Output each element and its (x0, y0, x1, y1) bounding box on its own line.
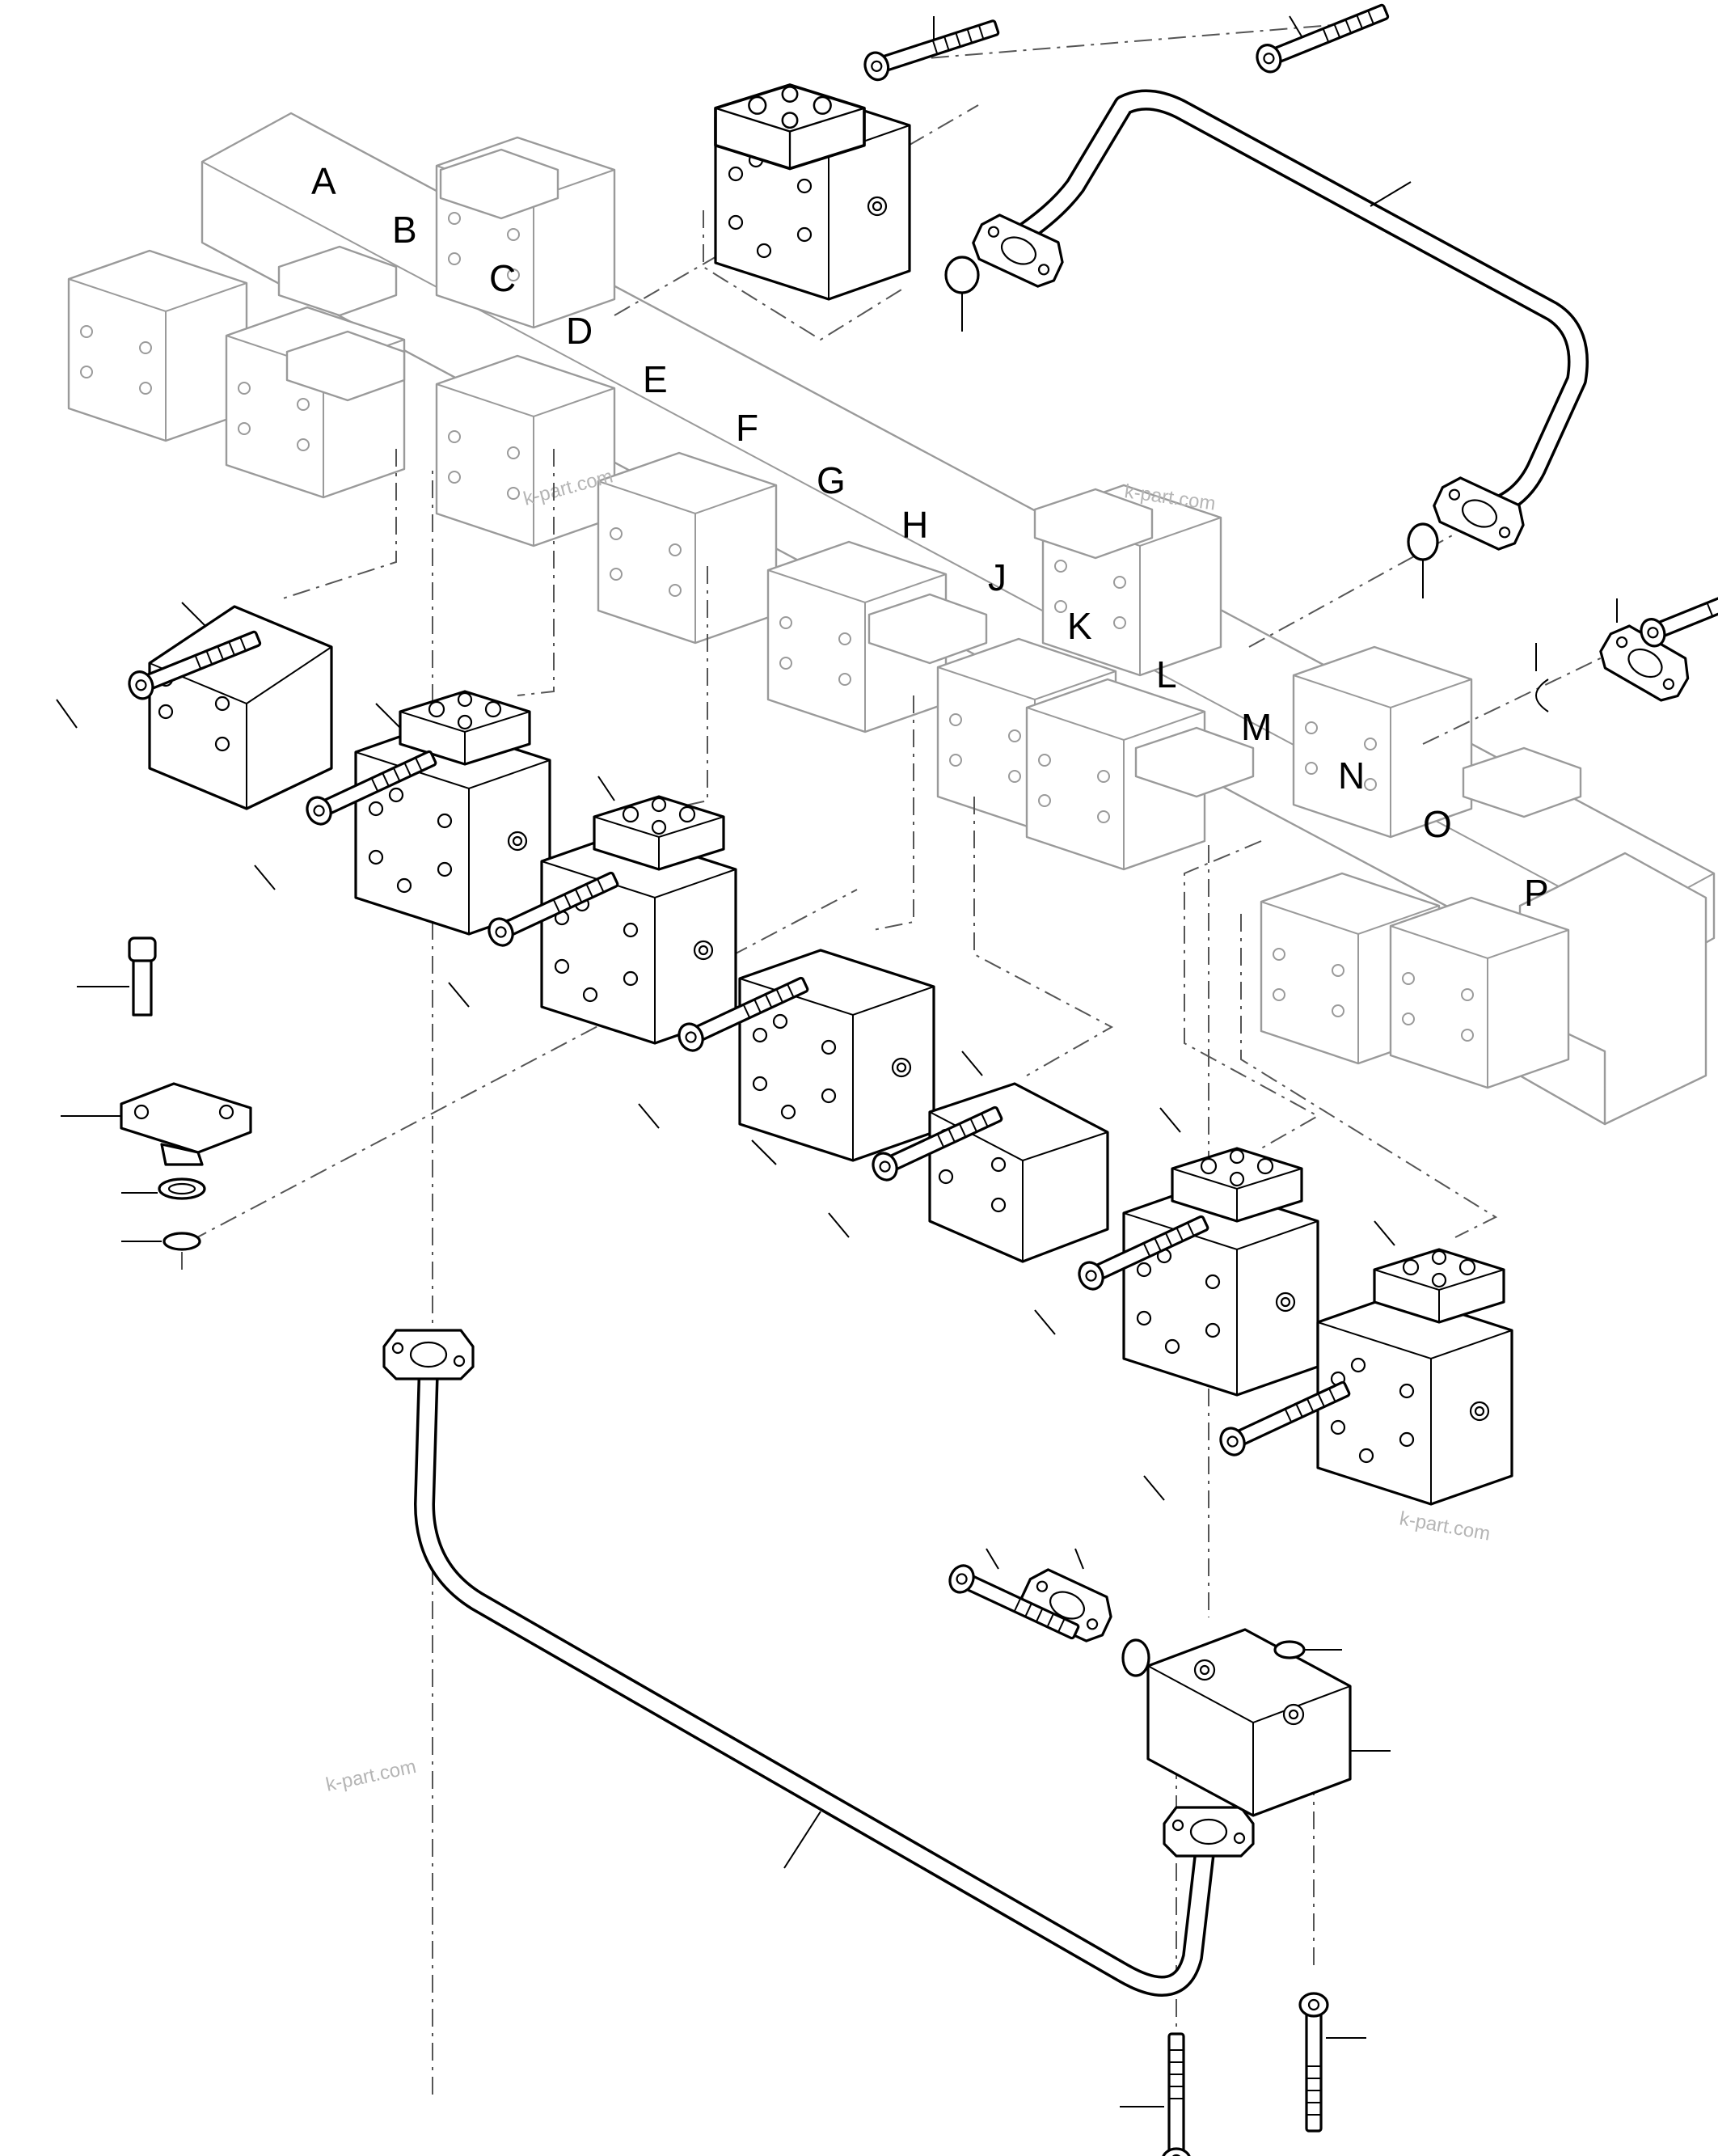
watermark-text: k-part.com (324, 1756, 418, 1796)
upper-pipe-assembly (944, 89, 1589, 598)
section-label-b: B (392, 209, 417, 251)
valve-1 (56, 602, 333, 810)
valve-7 (1143, 1220, 1513, 1506)
section-label-o: O (1423, 803, 1452, 845)
section-label-m: M (1241, 706, 1272, 748)
section-label-d: D (566, 310, 593, 352)
section-label-k: K (1067, 605, 1092, 647)
valve-4 (638, 949, 935, 1165)
left-plug-assembly (61, 936, 252, 1251)
section-label-p: P (1524, 872, 1549, 914)
watermark-text: k-part.com (1398, 1507, 1492, 1545)
valve-6 (1034, 1107, 1319, 1397)
top-valve-assembly (714, 0, 1393, 301)
section-label-g: G (817, 459, 846, 501)
section-label-l: L (1156, 653, 1177, 695)
section-label-a: A (311, 160, 336, 202)
section-label-j: J (988, 556, 1007, 598)
lower-block-assembly (944, 1548, 1391, 1817)
right-flange-assembly (1535, 571, 1718, 712)
valve-5 (828, 1051, 1109, 1263)
section-label-h: H (901, 504, 928, 546)
manifold-ghost-caps (277, 148, 1582, 818)
valve-3 (448, 776, 737, 1045)
section-label-e: E (643, 358, 668, 400)
section-label-n: N (1338, 755, 1365, 797)
section-label-f: F (736, 407, 758, 449)
section-labels: A B C D E F G H J K L M N O P (311, 160, 1549, 914)
bottom-bolts (1120, 1992, 1366, 2156)
section-label-c: C (489, 257, 516, 299)
lower-pipe-assembly (382, 1329, 1255, 1997)
valve-2 (254, 690, 551, 936)
